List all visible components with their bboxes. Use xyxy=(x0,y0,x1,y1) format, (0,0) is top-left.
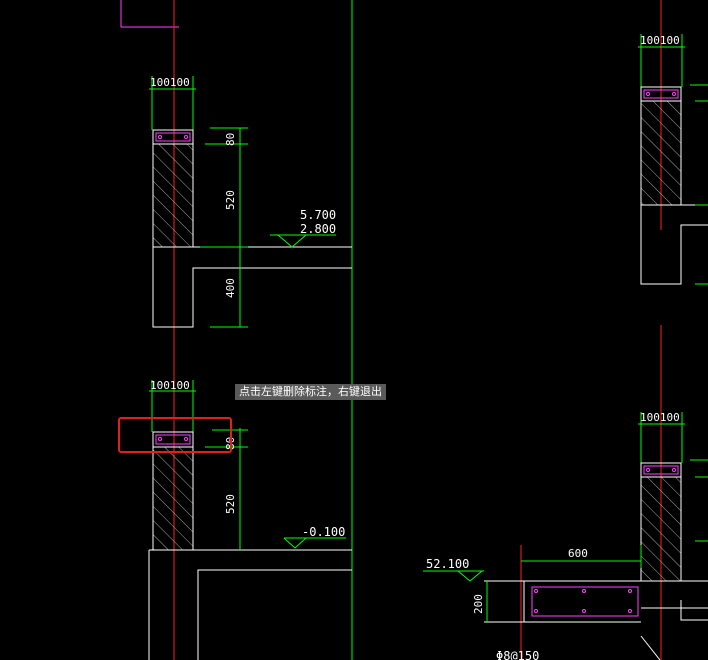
rebar-dot xyxy=(646,468,650,472)
rebar-dot xyxy=(534,609,538,613)
rebar-dot xyxy=(672,468,676,472)
cap-beam xyxy=(152,129,194,145)
rebar-dot xyxy=(158,437,162,441)
detail-upper-left xyxy=(149,76,352,328)
beam-depth-label: 200 xyxy=(472,594,485,614)
dimension-520-label: 520 xyxy=(224,494,237,514)
slab-outline xyxy=(640,205,708,285)
elev-triangle xyxy=(457,570,483,582)
command-tooltip: 点击左键删除标注，右键退出 xyxy=(235,384,386,400)
rebar-outline xyxy=(643,89,679,99)
width-dimension-label: 100100 xyxy=(640,411,680,424)
beam-elevation-label: 52.100 xyxy=(426,557,469,571)
rebar-dot xyxy=(646,92,650,96)
rebar-dot xyxy=(628,609,632,613)
selection-box[interactable] xyxy=(118,417,232,453)
beam-width-label: 600 xyxy=(568,547,588,560)
elev-triangle xyxy=(283,537,307,549)
rebar-outline xyxy=(155,434,191,445)
rebar-dot xyxy=(582,609,586,613)
rebar-dot xyxy=(582,589,586,593)
dimension-520-label: 520 xyxy=(224,190,237,210)
width-dimension-label: 100100 xyxy=(150,379,190,392)
elevation-label: -0.100 xyxy=(302,525,345,539)
wall-hatch xyxy=(152,143,194,248)
elevation-label-top: 5.700 xyxy=(300,208,336,222)
detail-upper-right xyxy=(638,34,708,285)
rebar-dot xyxy=(628,589,632,593)
rebar-outline xyxy=(643,465,679,475)
dimension-80-label: 80 xyxy=(224,133,237,146)
slab-outline xyxy=(680,600,708,621)
wall-hatch xyxy=(152,446,194,551)
hatch-line xyxy=(640,635,661,660)
elev-triangle xyxy=(277,234,307,248)
rebar-dot xyxy=(672,92,676,96)
rebar-dot xyxy=(184,437,188,441)
wall-hatch xyxy=(640,476,682,582)
rebar-spec-label: Φ8@150 xyxy=(496,649,539,660)
elevation-label-bottom: 2.800 xyxy=(300,222,336,236)
rebar-dot xyxy=(158,135,162,139)
detail-lower-left xyxy=(148,380,352,660)
slab-outline xyxy=(152,247,352,328)
rebar-dot xyxy=(534,589,538,593)
rebar-outline xyxy=(155,132,191,142)
dimension-400-label: 400 xyxy=(224,278,237,298)
rebar-outline xyxy=(531,586,639,617)
slab-outline xyxy=(197,569,352,660)
width-dimension-label: 100100 xyxy=(150,76,190,89)
partial-rebar-outline xyxy=(120,0,179,28)
width-dimension-label: 100100 xyxy=(640,34,680,47)
beam-section xyxy=(423,545,708,660)
detail-lower-right xyxy=(638,412,708,621)
wall-hatch xyxy=(640,100,682,206)
rebar-dot xyxy=(184,135,188,139)
